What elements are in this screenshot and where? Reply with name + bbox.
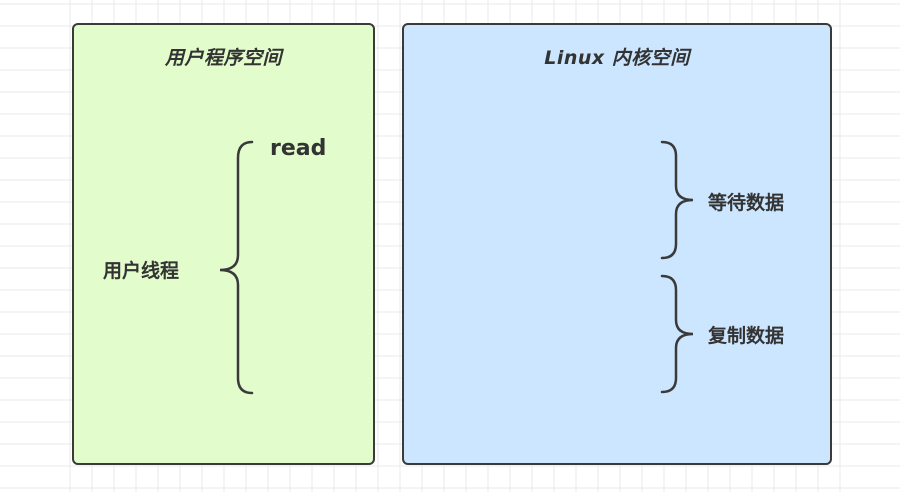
read-label: read [270,136,327,161]
user-thread-label: 用户线程 [103,260,180,282]
kernel-space-title: Linux 内核空间 [544,47,690,69]
user-space-panel: 用户程序空间 [72,23,375,465]
copy-data-label: 复制数据 [708,325,785,347]
kernel-space-panel: Linux 内核空间 [402,23,832,465]
wait-data-label: 等待数据 [708,192,785,214]
user-space-title: 用户程序空间 [164,47,282,69]
